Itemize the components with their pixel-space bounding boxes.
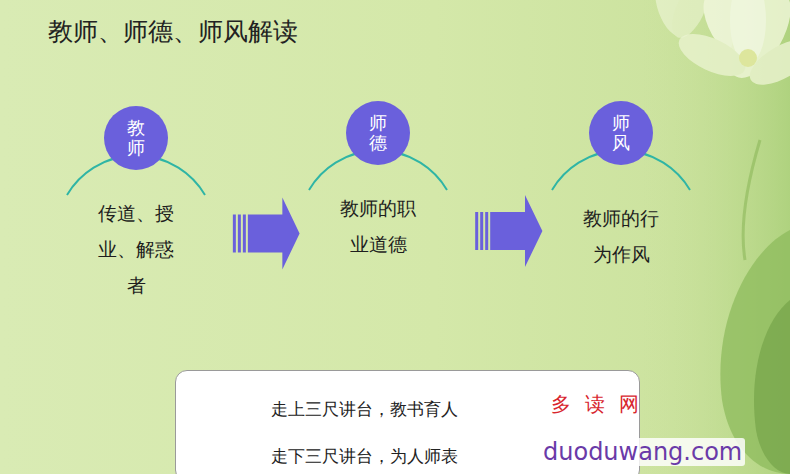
concept-circle: 师德教师的职业道德	[328, 101, 428, 262]
block-arrow	[248, 198, 300, 270]
circle-label: 教师	[127, 118, 145, 158]
arrow-tail-stripe	[480, 212, 483, 250]
watermark-text: duoduwang.com	[540, 438, 745, 466]
description-text: 教师的职业道德	[336, 190, 420, 262]
watermark-text: 多读网	[548, 391, 656, 418]
lotus-bud	[649, 0, 716, 43]
arrow-tail-stripe	[233, 215, 236, 253]
arrow-tail-stripe	[485, 212, 488, 250]
flow-arrow-group	[233, 198, 300, 270]
lotus-leaf	[720, 140, 790, 474]
arrow-tail-stripe	[243, 215, 246, 253]
circle-badge: 教师	[104, 106, 168, 170]
arrow-tail-stripe	[238, 215, 241, 253]
description-text: 传道、授业、解惑者	[94, 195, 178, 303]
description-text: 教师的行为作风	[579, 200, 663, 272]
circle-label: 师风	[612, 113, 630, 153]
circle-label: 师德	[369, 113, 387, 153]
arrow-tail-stripe	[475, 212, 478, 250]
block-arrow	[490, 195, 542, 267]
circle-badge: 师风	[589, 101, 653, 165]
flow-arrow-group	[475, 195, 542, 267]
concept-circle: 师风教师的行为作风	[571, 101, 671, 272]
diagram-title: 教师、师德、师风解读	[48, 15, 298, 48]
circle-badge: 师德	[346, 101, 410, 165]
concept-circle: 教师传道、授业、解惑者	[86, 106, 186, 303]
